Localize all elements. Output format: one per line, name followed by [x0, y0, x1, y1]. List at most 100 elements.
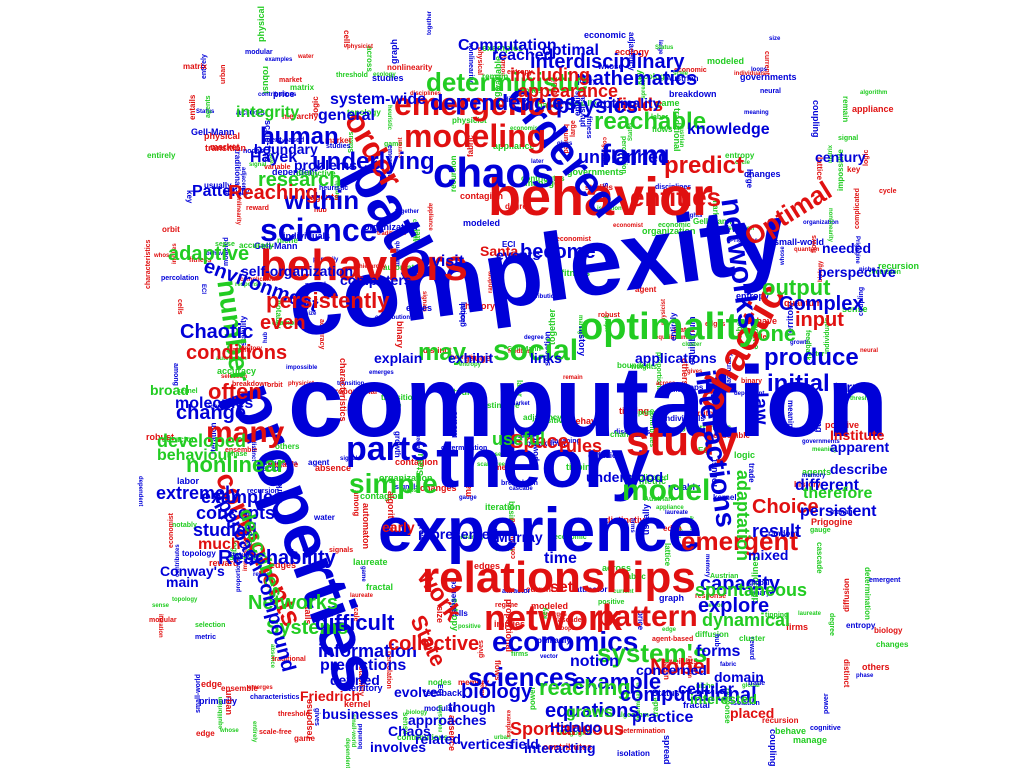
filler-word: behave [775, 726, 807, 736]
cloud-word: terms [834, 379, 873, 395]
filler-word: selection [221, 374, 248, 380]
filler-word: changes [610, 430, 643, 439]
filler-word: accuracy [217, 366, 257, 376]
filler-word: hierarchy [457, 535, 485, 541]
filler-word: cycle [749, 334, 767, 341]
cloud-word: change [176, 402, 247, 424]
cloud-word: modeling [404, 118, 547, 154]
cloud-word: grows [566, 704, 614, 721]
cloud-word: equations [545, 700, 640, 722]
filler-word: signal [838, 135, 859, 142]
filler-word: meaning [744, 110, 769, 116]
filler-word: determination [619, 728, 666, 735]
cloud-word: may [418, 339, 467, 366]
filler-word: recursion [762, 716, 799, 725]
filler-word: economic [658, 222, 691, 229]
cloud-word: input [795, 309, 844, 331]
cloud-word: collective [388, 633, 480, 655]
cloud-word: Chaotic [180, 321, 254, 343]
filler-word: remain [841, 96, 850, 123]
cloud-word: chaos [433, 149, 555, 196]
filler-word: size [305, 311, 317, 317]
filler-word: reward [246, 205, 269, 212]
filler-word: power [823, 693, 830, 714]
filler-word: territory [348, 683, 383, 693]
cloud-word: optimality [580, 306, 760, 348]
filler-word: contributions [523, 294, 562, 300]
filler-word: cluster [682, 342, 702, 348]
cloud-word: reached [492, 47, 554, 64]
filler-word: breakdown [526, 439, 569, 448]
filler-word: automaton [361, 503, 371, 549]
filler-word: complicated [622, 473, 669, 482]
filler-word: notably [668, 482, 701, 492]
filler-word: equilibrium [218, 696, 224, 729]
filler-word: studies [326, 143, 351, 150]
filler-word: threshold [336, 72, 368, 79]
cloud-word: Systems [266, 617, 349, 639]
filler-word: signals [395, 484, 420, 491]
filler-word: positive [458, 624, 481, 630]
filler-word: agents [205, 95, 212, 118]
filler-word: traditional [272, 656, 306, 663]
filler-word: game [384, 141, 403, 148]
filler-word: contributes [521, 174, 565, 183]
cloud-word: Computation [458, 37, 557, 54]
cloud-word: broad [150, 382, 189, 398]
filler-word: growth [790, 340, 810, 346]
filler-word: Prigogine [730, 238, 758, 244]
filler-word: laureate [798, 611, 822, 617]
filler-word: recursion [869, 269, 901, 276]
filler-word: tipping [619, 406, 649, 416]
filler-word: organization [364, 222, 418, 232]
filler-word: cells [450, 609, 468, 618]
filler-word: fitness [561, 268, 591, 278]
filler-word: ecology [373, 72, 396, 78]
filler-word: fabric [720, 662, 737, 668]
cloud-word: dependencies [430, 90, 577, 115]
filler-word: agent [207, 404, 224, 410]
cloud-word: relationships [422, 553, 696, 602]
filler-word: primarily [537, 636, 571, 645]
filler-word: loops [682, 383, 704, 392]
filler-word: phase [856, 673, 874, 679]
filler-word: topology [182, 549, 216, 558]
cloud-word: emergent [681, 526, 799, 556]
filler-word: entropy [507, 69, 533, 76]
filler-word: implies [494, 619, 526, 629]
cloud-word: field [510, 736, 539, 752]
filler-word: contagion [395, 457, 438, 467]
filler-word: organization [803, 220, 839, 226]
filler-word: response [235, 282, 262, 288]
filler-word: ecology [615, 47, 650, 57]
filler-word: heuristic [386, 105, 392, 131]
filler-word: ECI [200, 284, 206, 295]
filler-word: breakdown [669, 89, 717, 99]
filler-word: emerges [542, 612, 567, 618]
filler-word: price [273, 89, 295, 99]
filler-word: metric [639, 476, 667, 486]
cloud-word: one [757, 321, 797, 346]
filler-word: biology [406, 710, 428, 716]
cloud-word: entities [630, 182, 722, 212]
cloud-word: including [510, 65, 590, 85]
filler-word: price [278, 493, 293, 499]
filler-word: loops [751, 67, 767, 73]
filler-word: complicated [854, 188, 861, 229]
cloud-word: form [601, 139, 668, 172]
filler-word: remain [482, 72, 509, 81]
filler-word: territory [239, 346, 263, 352]
filler-word: ensemble [713, 431, 750, 440]
cloud-word: optimal [542, 42, 599, 59]
filler-word: distinctive [605, 515, 650, 525]
filler-word: Status [228, 552, 250, 559]
filler-word: primarily [313, 257, 339, 263]
cloud-word: century [815, 149, 866, 165]
filler-word: bounded [358, 723, 364, 749]
cloud-word: time [544, 550, 577, 567]
filler-word: stability [226, 347, 253, 354]
filler-word: market [325, 136, 352, 145]
filler-word: cells [176, 299, 183, 315]
cloud-word: Space [510, 431, 569, 453]
cloud-word: Pattern [192, 183, 248, 200]
